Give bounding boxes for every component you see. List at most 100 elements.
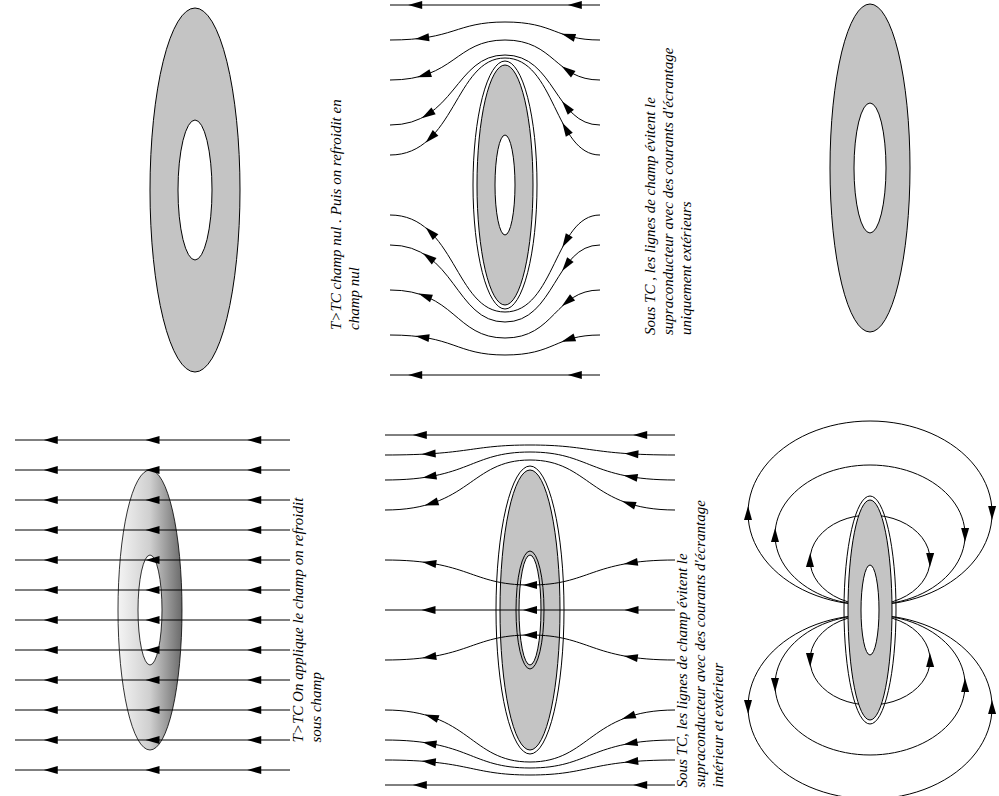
arrowhead — [422, 560, 436, 568]
arrowhead — [413, 431, 427, 439]
arrowhead — [425, 498, 440, 506]
arrowhead — [146, 526, 160, 534]
arrowhead — [247, 706, 261, 714]
ring-in-applied-field — [15, 440, 290, 770]
arrowhead — [624, 654, 638, 662]
arrowhead — [247, 466, 261, 474]
field-line — [385, 435, 675, 436]
arrowhead — [146, 646, 160, 654]
arrowhead — [926, 553, 934, 567]
arrowhead — [961, 528, 969, 542]
arrowhead — [988, 506, 996, 520]
arrowhead — [744, 700, 752, 714]
arrowhead — [523, 606, 537, 614]
arrowhead — [633, 431, 647, 439]
arrowhead — [806, 653, 814, 667]
arrowhead — [247, 556, 261, 564]
arrowhead — [146, 556, 160, 564]
arrowhead — [44, 436, 58, 444]
panel-caption: Sous TC, les lignes de champ évitent le … — [673, 453, 727, 788]
arrowhead — [146, 586, 160, 594]
arrowhead — [44, 496, 58, 504]
caption-holder: Sous TC, les lignes de champ évitent le … — [673, 453, 727, 788]
arrowhead — [426, 227, 439, 240]
caption-holder: T>TC On applique le champ on refroidit s… — [289, 488, 325, 743]
arrowhead — [423, 253, 437, 264]
arrowhead — [44, 766, 58, 774]
arrowhead — [247, 526, 261, 534]
caption-holder: T>TC champ nul . Puis on refroidit en ch… — [327, 90, 363, 330]
panel-caption: T>TC On applique le champ on refroidit s… — [289, 488, 325, 743]
arrowhead — [146, 736, 160, 744]
arrowhead — [562, 66, 576, 77]
arrowhead — [562, 233, 572, 247]
panel-caption: T>TC champ nul . Puis on refroidit en ch… — [327, 90, 363, 330]
field-line — [385, 460, 675, 510]
field-line — [390, 290, 600, 338]
arrowhead — [247, 496, 261, 504]
arrowhead — [624, 474, 638, 482]
arrowhead — [146, 616, 160, 624]
arrowhead — [622, 711, 637, 719]
arrowhead — [146, 706, 160, 714]
arrowhead — [247, 736, 261, 744]
arrowhead — [562, 257, 574, 271]
arrowhead — [422, 449, 436, 457]
arrowhead — [624, 450, 638, 458]
arrowhead — [247, 586, 261, 594]
arrowhead — [562, 101, 574, 114]
arrowhead — [562, 123, 572, 137]
caption-holder: Sous TC , les lignes de champ évitent le… — [641, 5, 695, 335]
arrowhead — [247, 436, 261, 444]
arrowhead — [247, 676, 261, 684]
arrowhead — [744, 506, 752, 520]
arrowhead — [44, 556, 58, 564]
arrowhead — [146, 436, 160, 444]
arrowhead — [413, 781, 427, 789]
arrowhead — [44, 586, 58, 594]
arrowhead — [44, 526, 58, 534]
arrowhead — [624, 558, 638, 566]
arrowhead — [44, 706, 58, 714]
arrowhead — [622, 501, 637, 509]
arrowhead — [562, 34, 577, 42]
arrowhead — [806, 553, 814, 567]
arrowhead — [44, 466, 58, 474]
field-line — [390, 40, 600, 80]
arrowhead — [417, 69, 432, 77]
arrowhead — [624, 738, 638, 746]
arrowhead — [408, 1, 422, 9]
arrowhead — [44, 676, 58, 684]
arrowhead — [44, 736, 58, 744]
arrowhead — [523, 631, 537, 639]
arrowhead — [415, 33, 429, 41]
arrowhead — [423, 741, 437, 749]
ring-after-removal — [830, 4, 910, 332]
trapped-flux-loops — [748, 421, 992, 796]
field-line — [390, 245, 600, 322]
field-line — [390, 58, 600, 155]
field-line — [385, 785, 675, 786]
arrowhead — [422, 758, 436, 766]
arrowhead — [562, 294, 575, 306]
arrowhead — [633, 781, 647, 789]
arrowhead — [426, 130, 439, 143]
field-line — [385, 710, 675, 762]
panel-caption: Sous TC , les lignes de champ évitent le… — [641, 5, 695, 335]
arrowhead — [44, 646, 58, 654]
arrowhead — [146, 676, 160, 684]
arrowhead — [423, 472, 437, 480]
ring-zero-field — [150, 8, 240, 372]
arrowhead — [247, 646, 261, 654]
field-line — [390, 215, 600, 312]
arrowhead — [771, 528, 779, 542]
arrowhead — [568, 1, 582, 9]
field-lines-interior-exterior-screening — [385, 435, 675, 785]
arrowhead — [926, 653, 934, 667]
arrowhead — [523, 581, 537, 589]
arrowhead — [146, 466, 160, 474]
arrowhead — [418, 294, 432, 303]
arrowhead — [146, 766, 160, 774]
